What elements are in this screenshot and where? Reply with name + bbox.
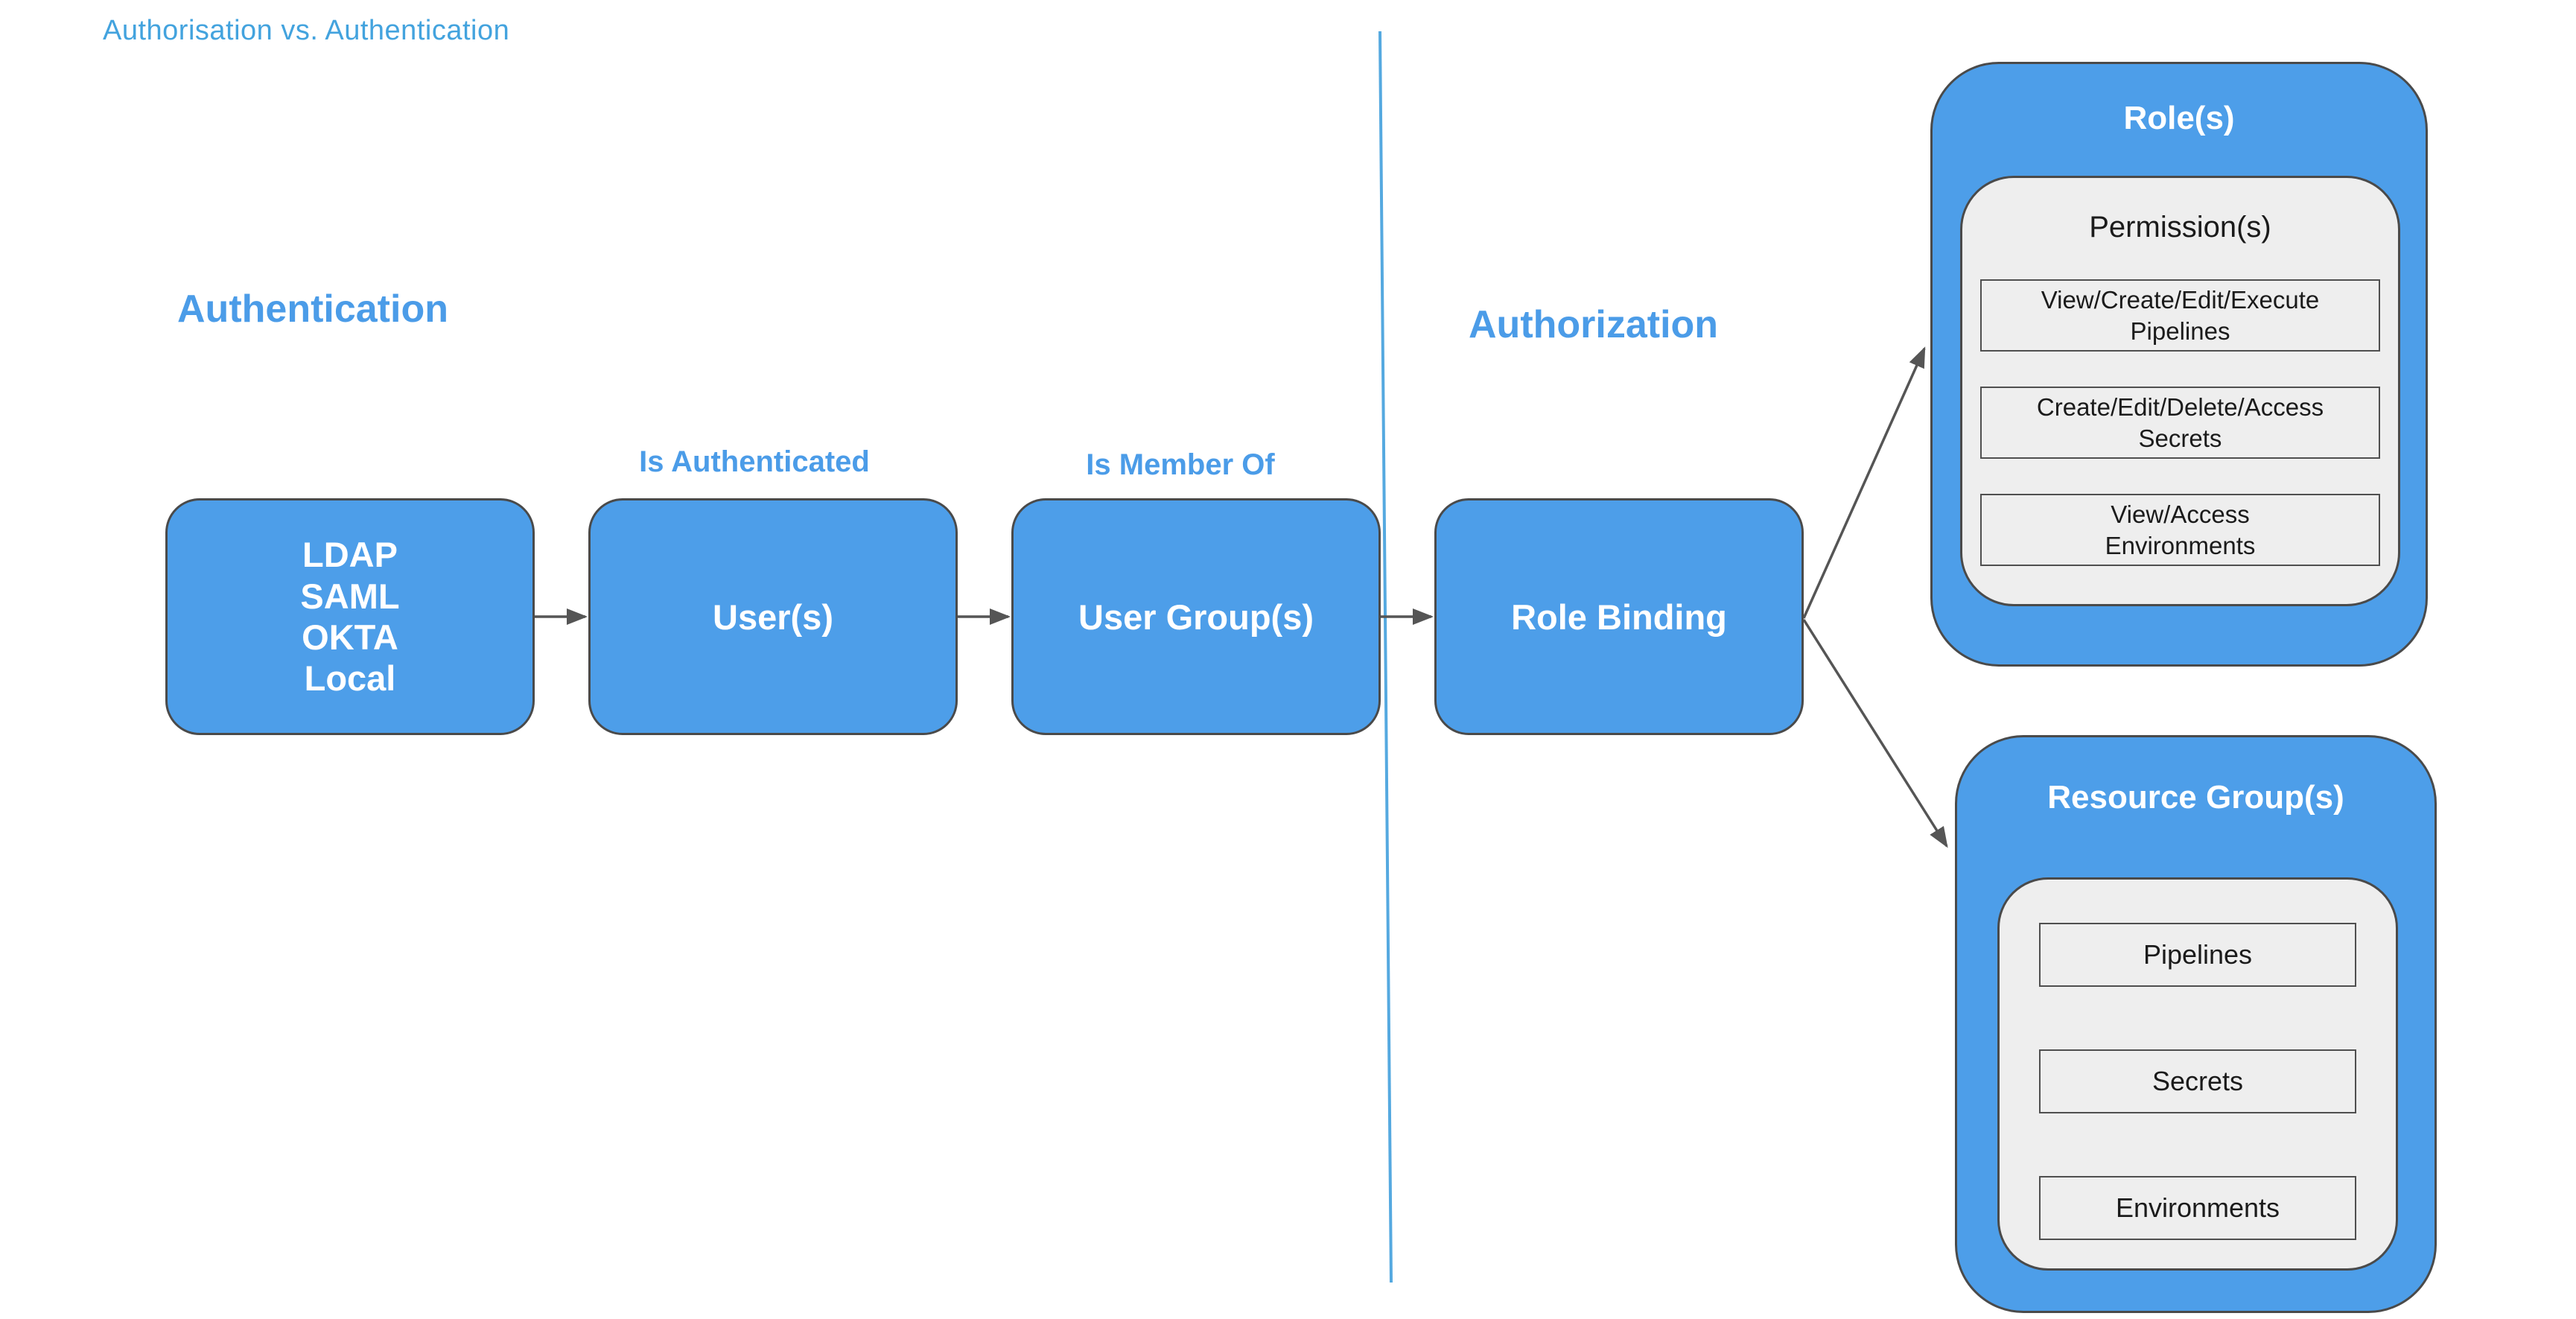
arrow-binding-to-roles	[1802, 346, 1926, 619]
arrow-binding-to-resources	[1802, 619, 1948, 848]
permission-box-secrets: Create/Edit/Delete/Access Secrets	[1980, 387, 2380, 459]
section-divider-line	[1378, 31, 1393, 1283]
authentication-section-heading: Authentication	[177, 287, 448, 331]
role-binding-label: Role Binding	[1511, 597, 1727, 637]
edge-label-is-authenticated: Is Authenticated	[639, 445, 870, 478]
resource-groups-panel: Resource Group(s) Pipelines Secrets Envi…	[1955, 735, 2437, 1313]
roles-panel-title: Role(s)	[2123, 100, 2235, 136]
node-role-binding: Role Binding	[1434, 498, 1804, 735]
permissions-title: Permission(s)	[2089, 211, 2271, 244]
resource-box-pipelines: Pipelines	[2039, 923, 2356, 987]
resource-box-secrets: Secrets	[2039, 1049, 2356, 1113]
authorization-section-heading: Authorization	[1469, 303, 1719, 346]
auth-sources-label: LDAP SAML OKTA Local	[300, 535, 400, 699]
node-user-groups: User Group(s)	[1011, 498, 1381, 735]
resource-box-environments: Environments	[2039, 1176, 2356, 1240]
resources-container: Pipelines Secrets Environments	[1997, 877, 2398, 1271]
node-users: User(s)	[588, 498, 958, 735]
resource-groups-panel-title: Resource Group(s)	[2047, 779, 2344, 816]
edge-label-is-member-of: Is Member Of	[1086, 448, 1275, 481]
roles-panel: Role(s) Permission(s) View/Create/Edit/E…	[1930, 62, 2428, 667]
permissions-container: Permission(s) View/Create/Edit/Execute P…	[1960, 176, 2400, 606]
node-auth-sources: LDAP SAML OKTA Local	[165, 498, 535, 735]
user-groups-label: User Group(s)	[1078, 597, 1314, 637]
page-title: Authorisation vs. Authentication	[103, 15, 510, 46]
permission-box-pipelines: View/Create/Edit/Execute Pipelines	[1980, 279, 2380, 352]
permission-box-environments: View/Access Environments	[1980, 494, 2380, 566]
users-label: User(s)	[713, 597, 833, 637]
